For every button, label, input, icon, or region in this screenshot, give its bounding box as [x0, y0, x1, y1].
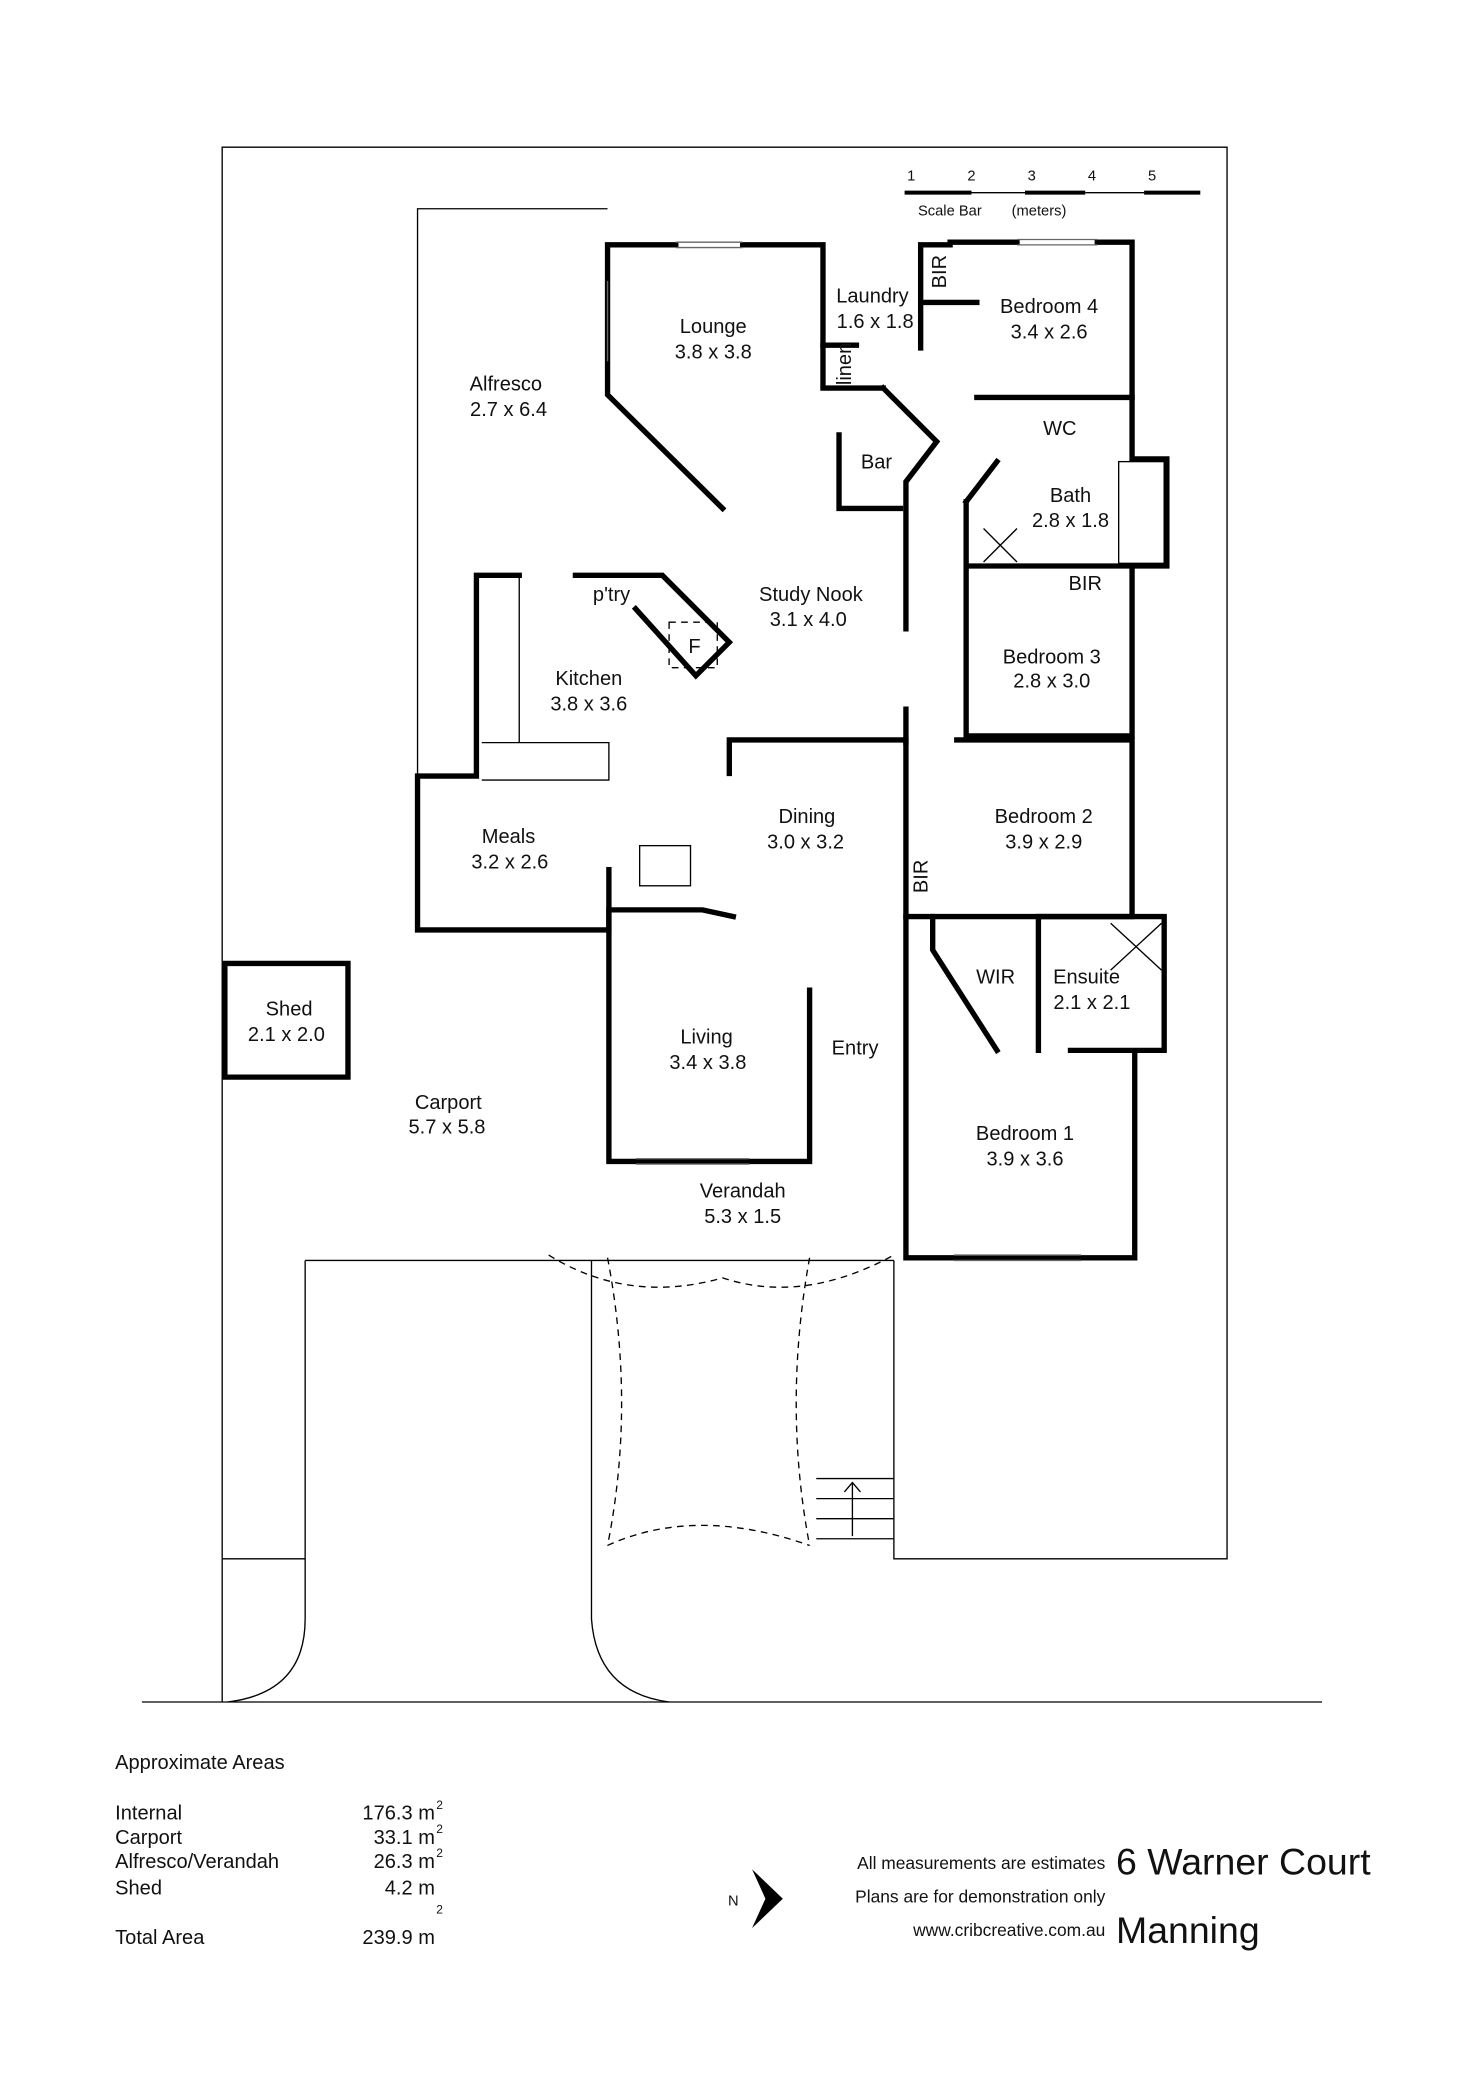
area-label: Internal — [115, 1803, 182, 1825]
scale-bar: 1 2 3 4 5 Scale Bar (meters) — [904, 169, 1201, 219]
area-sup: 2 — [436, 1822, 443, 1836]
room-name: Lounge — [680, 316, 747, 338]
room-name: Bath — [1050, 485, 1091, 507]
room-name: BIR — [910, 860, 932, 893]
room-dims: 3.2 x 2.6 — [471, 851, 548, 873]
address-suburb: Manning — [1116, 1909, 1260, 1951]
note-estimates: All measurements are estimates — [857, 1853, 1105, 1873]
room-dims: 2.1 x 2.0 — [248, 1024, 325, 1046]
room-name: Meals — [482, 826, 536, 848]
room-labels: Lounge 3.8 x 3.8 Laundry 1.6 x 1.8 Bedro… — [248, 255, 1130, 1228]
room-name: Bedroom 2 — [995, 806, 1093, 828]
room-dims: 2.8 x 3.0 — [1013, 671, 1090, 693]
room-name: Carport — [415, 1092, 482, 1114]
room-name: Ensuite — [1053, 966, 1120, 988]
areas-table: Approximate Areas Internal 176.3 m 2 Car… — [115, 1752, 443, 1949]
room-name: p'try — [593, 584, 630, 606]
room-name: Living — [680, 1027, 732, 1049]
scale-unit: (meters) — [1012, 203, 1067, 219]
steps — [816, 1477, 894, 1540]
room-dims: 3.9 x 2.9 — [1005, 831, 1082, 853]
scale-tick: 3 — [1028, 169, 1036, 185]
room-dims: 2.8 x 1.8 — [1032, 510, 1109, 532]
areas-title: Approximate Areas — [115, 1752, 285, 1774]
room-dims: 1.6 x 1.8 — [837, 311, 914, 333]
room-dims: 2.1 x 2.1 — [1053, 992, 1130, 1014]
area-value: 26.3 m — [374, 1851, 435, 1873]
room-dims: 3.0 x 3.2 — [767, 831, 844, 853]
room-dims: 3.1 x 4.0 — [770, 609, 847, 631]
room-dims: 3.4 x 3.8 — [669, 1052, 746, 1074]
website-link[interactable]: www.cribcreative.com.au — [912, 1920, 1105, 1940]
north-label: N — [728, 1893, 739, 1909]
shade-sail — [548, 1254, 895, 1547]
area-sup: 2 — [436, 1846, 443, 1860]
area-sup: 2 — [436, 1798, 443, 1812]
room-dims: 3.4 x 2.6 — [1011, 322, 1088, 344]
room-dims: 3.9 x 3.6 — [987, 1148, 1064, 1170]
room-name: F — [688, 636, 700, 658]
room-name: Dining — [778, 806, 835, 828]
area-label: Carport — [115, 1827, 182, 1849]
room-name: Laundry — [836, 285, 909, 307]
scale-tick: 1 — [907, 169, 915, 185]
room-name: BIR — [929, 255, 951, 288]
area-label: Alfresco/Verandah — [115, 1851, 279, 1873]
room-dims: 5.7 x 5.8 — [408, 1116, 485, 1138]
room-name: Alfresco — [470, 374, 542, 396]
scale-tick: 4 — [1088, 169, 1096, 185]
scale-label: Scale Bar — [918, 203, 982, 219]
area-value: 176.3 m — [362, 1803, 434, 1825]
site-boundary — [141, 146, 1323, 1703]
room-name: Shed — [266, 999, 313, 1021]
room-name: Entry — [832, 1037, 879, 1059]
area-sup: 2 — [436, 1902, 443, 1916]
room-name: Kitchen — [555, 668, 622, 690]
total-value: 239.9 m — [362, 1927, 434, 1949]
room-name: WC — [1043, 418, 1076, 440]
scale-tick: 2 — [967, 169, 975, 185]
room-name: linen — [834, 343, 856, 385]
room-name: Bar — [861, 451, 893, 473]
total-label: Total Area — [115, 1927, 205, 1949]
note-demonstration: Plans are for demonstration only — [855, 1887, 1105, 1907]
room-dims: 3.8 x 3.6 — [550, 694, 627, 716]
room-name: Bedroom 4 — [1000, 296, 1098, 318]
room-dims: 2.7 x 6.4 — [470, 399, 547, 421]
room-dims: 3.8 x 3.8 — [675, 342, 752, 364]
walls — [222, 208, 1170, 1262]
room-name: Bedroom 3 — [1003, 647, 1101, 669]
room-name: Study Nook — [759, 584, 864, 606]
north-arrow-icon: N — [728, 1869, 783, 1929]
area-value: 4.2 m — [385, 1878, 435, 1900]
room-name: WIR — [976, 966, 1015, 988]
address-street: 6 Warner Court — [1116, 1841, 1371, 1883]
room-name: Bedroom 1 — [976, 1123, 1074, 1145]
area-label: Shed — [115, 1878, 162, 1900]
scale-tick: 5 — [1148, 169, 1156, 185]
room-name: BIR — [1069, 573, 1102, 595]
room-name: Verandah — [700, 1181, 786, 1203]
room-dims: 5.3 x 1.5 — [704, 1206, 781, 1228]
area-value: 33.1 m — [374, 1827, 435, 1849]
